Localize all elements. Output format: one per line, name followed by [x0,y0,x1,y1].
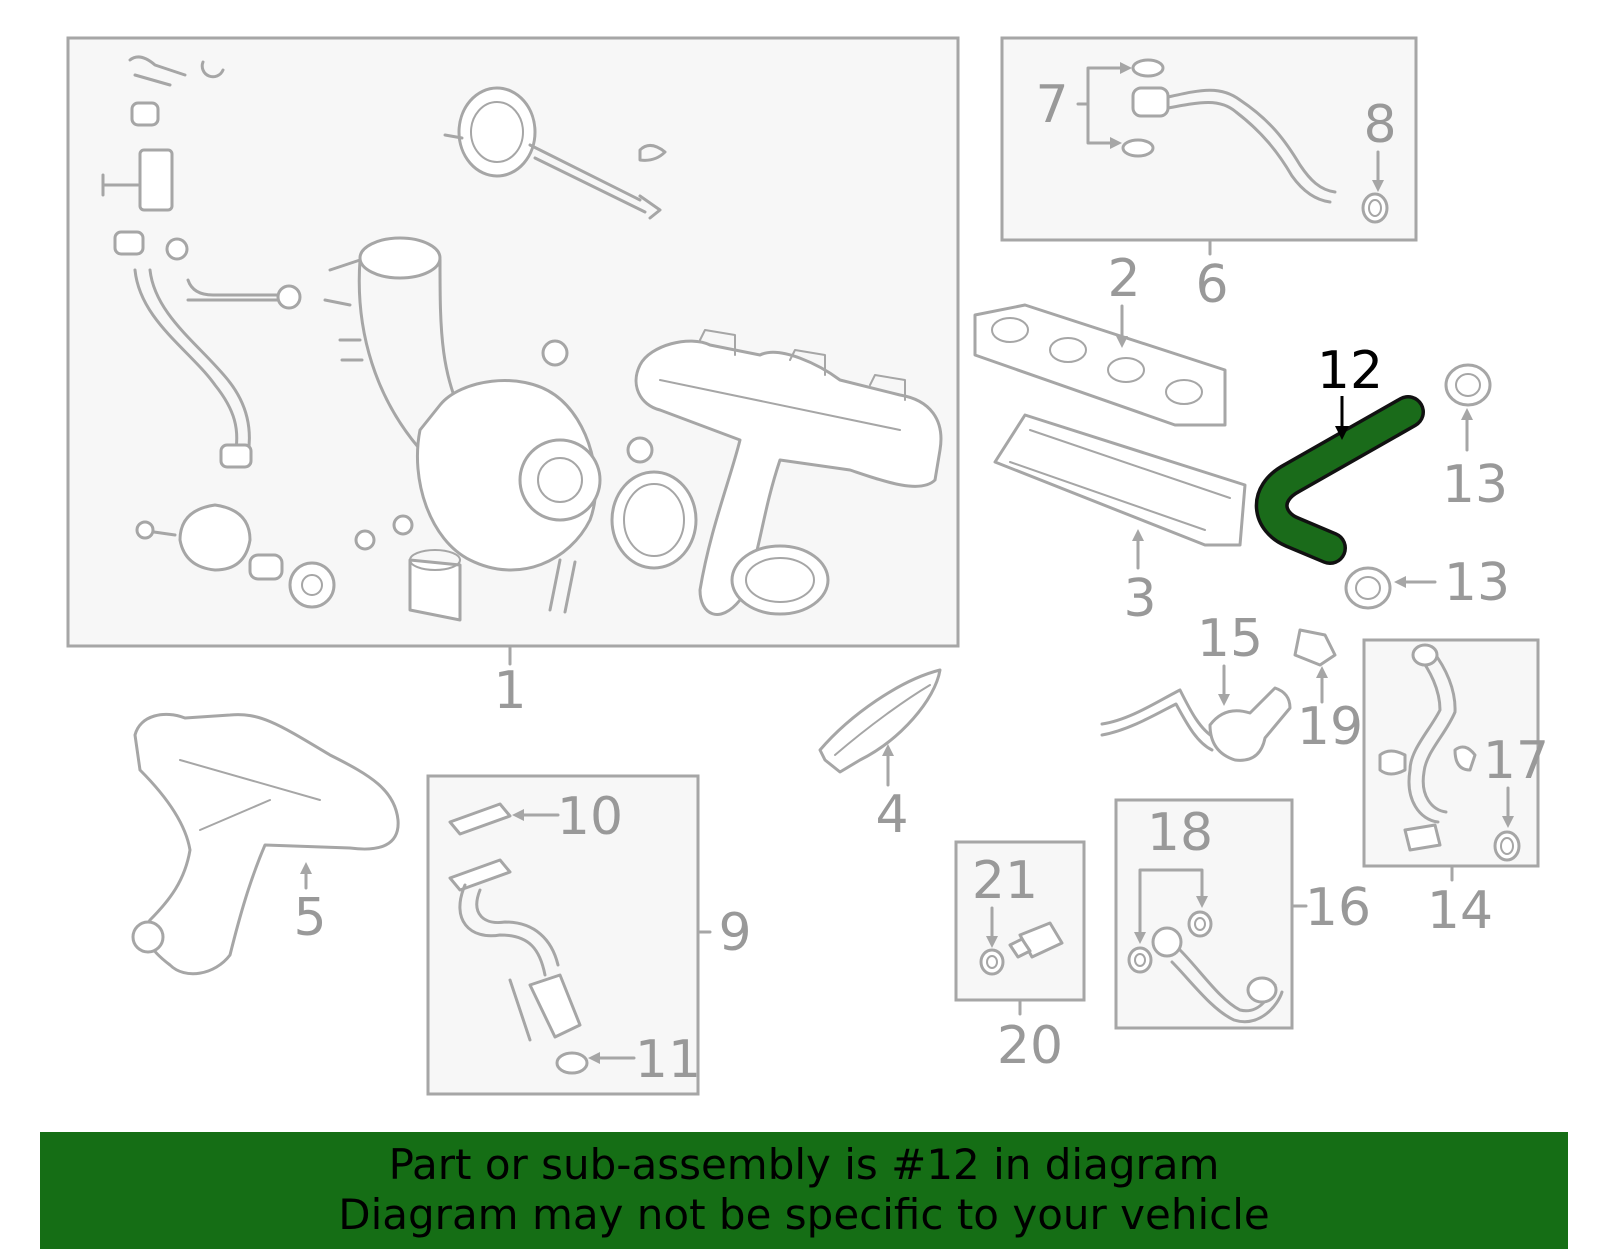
arrow-15 [1218,694,1230,706]
callout-18: 18 [1147,803,1213,863]
arrow-8 [1372,180,1384,192]
arrow-18b [1196,896,1208,908]
callout-3: 3 [1123,569,1156,629]
callout-6: 6 [1195,255,1228,315]
callout-11: 11 [635,1030,701,1090]
oil-feed-pipe-drawing [1121,58,1389,224]
assembly-box-20 [954,840,1086,1002]
coolant-pipe-14-drawing [1378,643,1521,862]
callout-13b: 13 [1444,553,1510,613]
clip-19 [1293,628,1337,667]
callout-10: 10 [557,787,623,847]
coolant-hose-12[interactable] [1258,398,1422,562]
callout-13a: 13 [1442,455,1508,515]
exhaust-gasket-2 [973,303,1227,427]
arrow-2 [1116,336,1128,348]
callout-4: 4 [875,785,908,845]
callout-16: 16 [1305,878,1371,938]
oil-return-pipe-drawing [448,802,589,1075]
callout-21: 21 [972,851,1038,911]
fitting-15 [1208,686,1292,762]
arrow-7b [1110,137,1122,149]
arrow-7a [1120,62,1132,74]
arrow-21 [986,936,998,948]
banner-line-part: Part or sub-assembly is #12 in diagram [388,1140,1220,1189]
turbo-gasket-3 [993,413,1247,547]
leader-7 [1076,66,1130,145]
heat-shield-4 [818,668,942,774]
leader-18 [1138,868,1204,940]
callout-15: 15 [1197,609,1263,669]
arrow-12 [1335,426,1349,440]
heat-shield-5 [133,712,400,976]
callout-1: 1 [493,661,526,721]
arrow-10 [512,809,524,821]
arrow-4 [882,744,894,756]
heat-shield-5-detail [179,759,321,831]
sensor-21-drawing [979,921,1064,976]
callout-5: 5 [293,888,326,948]
callout-12: 12 [1317,341,1383,401]
callout-8: 8 [1363,95,1396,155]
callout-17: 17 [1483,731,1549,791]
arrow-5 [300,862,312,874]
arrow-11 [588,1052,600,1064]
coolant-pipe-16-drawing [1127,910,1284,1024]
arrow-13b [1394,576,1406,588]
arrow-17 [1502,816,1514,828]
gasket-3-detail [1009,429,1231,531]
hose-clamp-13-upper [1444,363,1492,407]
heat-shield-5-mount [131,920,165,954]
callout-14: 14 [1427,881,1493,941]
hose-15 [1100,688,1217,752]
callout-9: 9 [718,903,751,963]
arrow-19 [1316,666,1328,678]
callout-20: 20 [997,1016,1063,1076]
callout-7: 7 [1035,75,1068,135]
arrow-13a [1461,408,1473,420]
banner-line-disclaimer: Diagram may not be specific to your vehi… [338,1190,1270,1239]
turbocharger-assembly-drawing [101,55,943,622]
callout-2: 2 [1107,249,1140,309]
hose-clamp-13-lower [1344,566,1392,610]
arrow-3 [1132,529,1144,541]
assembly-box-6 [1000,36,1418,242]
gasket-2-holes [991,317,1203,405]
info-banner: Part or sub-assembly is #12 in diagram D… [40,1132,1568,1249]
arrow-18a [1134,932,1146,944]
callout-19: 19 [1297,697,1363,757]
heat-shield-4-detail [834,684,931,756]
